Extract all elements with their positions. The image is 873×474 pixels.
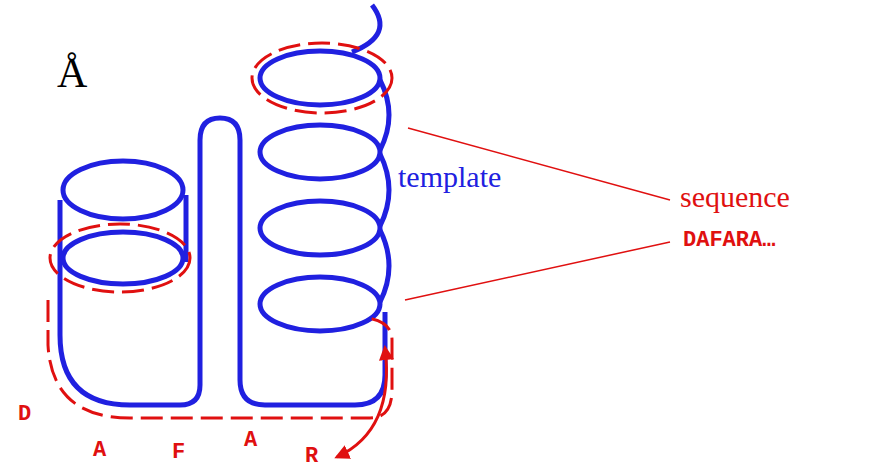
shift-arrow [337, 348, 386, 457]
sequence-label: sequence [680, 182, 790, 212]
angstrom-unit: Å [57, 52, 87, 94]
template-structure [60, 5, 389, 405]
sequence-trace [48, 43, 392, 418]
template-label: template [398, 162, 501, 192]
residue-letter: R [305, 446, 318, 468]
residue-letter: D [18, 404, 31, 426]
leader-lines [405, 128, 670, 300]
residue-letter: F [172, 442, 185, 464]
residue-letter: A [93, 440, 106, 462]
residue-letter: A [244, 430, 257, 452]
sequence-string: DAFARA… [683, 230, 775, 252]
